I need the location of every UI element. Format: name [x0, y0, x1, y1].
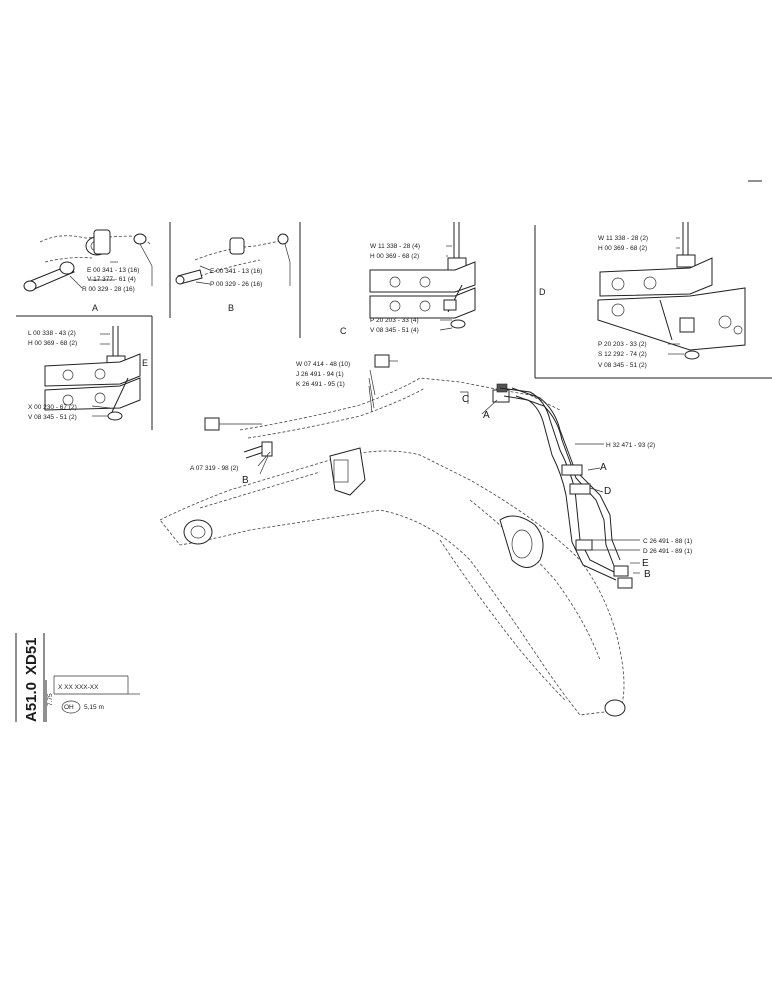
panel-e-part-3: X 00 230 - 67 (2)	[28, 404, 77, 411]
panel-d-part-5: V 08 345 - 51 (2)	[598, 362, 647, 369]
page-code: A51.0	[23, 682, 40, 722]
revision-date: 7.75	[47, 693, 54, 706]
main-part-h: H 32 471 - 93 (2)	[606, 442, 655, 449]
callout-b-left: B	[242, 475, 249, 486]
panel-c-title: C	[340, 326, 347, 336]
panel-e-part-1: L 00 338 - 43 (2)	[28, 330, 76, 337]
main-part-a: A 07 319 - 98 (2)	[190, 465, 238, 472]
panel-d-part-1: W 11 338 - 28 (2)	[598, 235, 648, 242]
panel-e-part-4: V 08 345 - 51 (2)	[28, 414, 77, 421]
callout-d-right: D	[604, 486, 611, 497]
panel-d-part-3: P 20 203 - 33 (2)	[598, 341, 647, 348]
dimension-label: 5,15 m	[84, 704, 104, 711]
panel-a-drawing	[23, 229, 153, 292]
panel-b-part-2: P 00 329 - 26 (16)	[210, 281, 262, 288]
panel-d-part-2: H 00 369 - 68 (2)	[598, 245, 647, 252]
panel-c-part-3: P 20 203 - 33 (4)	[370, 317, 419, 324]
panel-a-part-2: V 17 377 - 61 (4)	[87, 276, 136, 283]
panel-c-drawing	[369, 222, 476, 331]
callout-c: C	[462, 394, 469, 405]
panel-c-part-1: W 11 338 - 28 (4)	[370, 243, 420, 250]
panel-d-drawing	[597, 222, 746, 360]
callout-a-top: A	[483, 410, 490, 421]
callout-b-right: B	[644, 569, 651, 580]
panel-b-drawing	[175, 233, 291, 286]
panel-a-title: A	[92, 303, 98, 313]
panel-e-drawing	[44, 326, 141, 421]
main-part-c: C 26 491 - 88 (1)	[643, 538, 692, 545]
panel-e-title: E	[142, 358, 148, 368]
main-part-w: W 07 414 - 48 (10)	[296, 361, 350, 368]
panel-frames	[16, 222, 772, 430]
main-part-j: J 26 491 - 94 (1)	[296, 371, 344, 378]
panel-e-part-2: H 00 369 - 68 (2)	[28, 340, 77, 347]
panel-c-part-4: V 08 345 - 51 (4)	[370, 327, 419, 334]
callout-a-right: A	[600, 462, 607, 473]
model-code: XD51	[23, 637, 40, 675]
panel-d-title: D	[539, 287, 546, 297]
panel-b-part-1: E 00 341 - 13 (16)	[210, 268, 262, 275]
panel-a-part-1: E 00 341 - 13 (16)	[87, 267, 139, 274]
panel-d-part-4: S 12 292 - 74 (2)	[598, 351, 647, 358]
serial-mask: X XX XXX-XX	[58, 684, 99, 691]
oh-badge: OH	[64, 704, 74, 711]
panel-a-part-3: R 00 329 - 28 (16)	[82, 286, 135, 293]
panel-b-title: B	[228, 303, 234, 313]
main-part-d: D 26 491 - 89 (1)	[643, 548, 692, 555]
callout-e-right: E	[642, 558, 649, 569]
boom-assembly-drawing	[159, 354, 640, 717]
title-block	[15, 633, 140, 722]
main-part-k: K 26 491 - 95 (1)	[296, 381, 345, 388]
panel-c-part-2: H 00 369 - 68 (2)	[370, 253, 419, 260]
